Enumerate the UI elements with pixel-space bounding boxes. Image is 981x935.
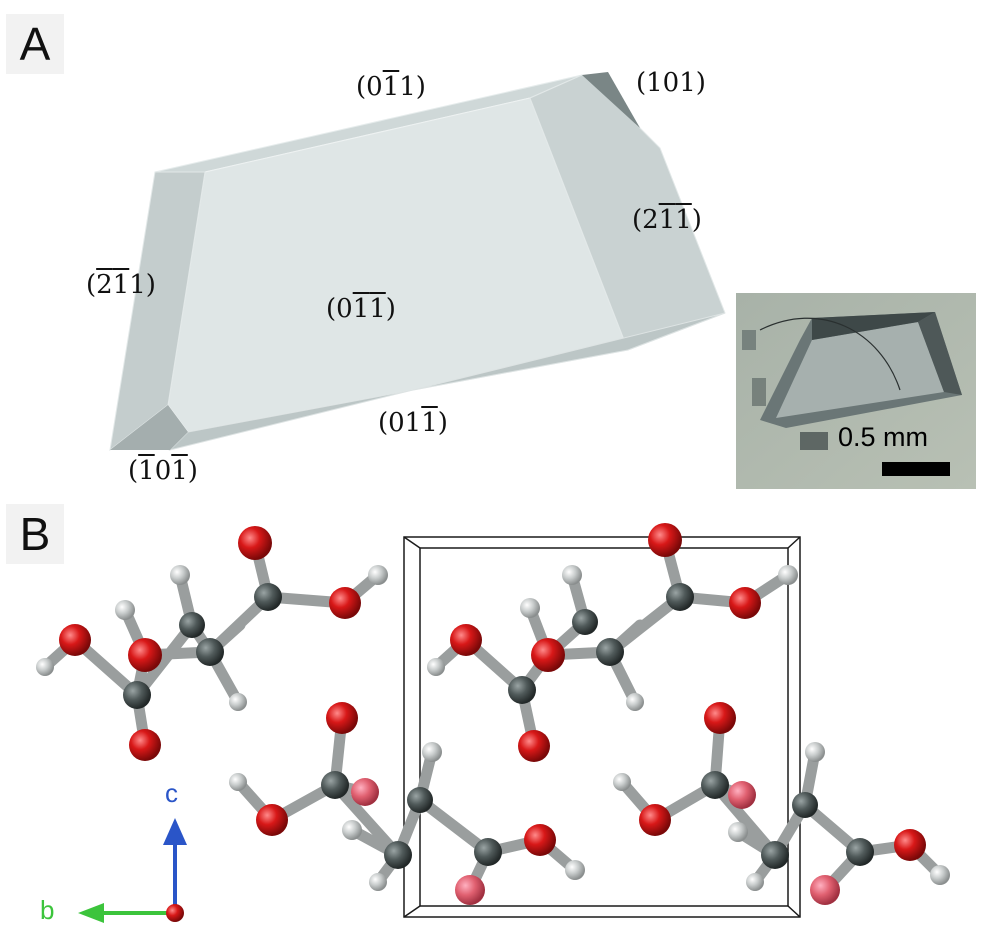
axes-indicator <box>78 818 187 923</box>
crystal-photo <box>736 293 976 489</box>
scale-bar <box>882 462 950 476</box>
face-label-corner-right: (101) <box>636 68 706 98</box>
panel-label-a: A <box>6 14 64 74</box>
c-axis-arrowhead <box>163 818 187 845</box>
b-axis-arrowhead <box>78 903 104 923</box>
c-axis-label: c <box>165 778 178 808</box>
crystal-face-corner-left <box>110 405 188 450</box>
molecule-upper-left <box>36 526 388 761</box>
face-label-top: (011) <box>356 72 426 102</box>
panel-label-b: B <box>6 504 64 564</box>
face-label-right: (211) <box>632 205 702 235</box>
face-label-center: (011) <box>326 294 396 324</box>
crystal-face-corner-right <box>582 72 640 128</box>
face-label-corner-left: (101) <box>128 456 198 486</box>
b-axis-label: b <box>40 895 55 925</box>
a-axis-dot <box>166 904 184 922</box>
crystal-model <box>109 72 726 452</box>
face-label-bottom: (011) <box>378 408 448 438</box>
molecule-upper-right <box>427 523 798 762</box>
face-label-left: (211) <box>86 270 156 300</box>
unit-cell-box <box>403 536 801 918</box>
scale-bar-label: 0.5 mm <box>838 422 929 452</box>
molecule-lower-middle <box>229 702 585 905</box>
molecule-lower-right <box>613 702 950 905</box>
